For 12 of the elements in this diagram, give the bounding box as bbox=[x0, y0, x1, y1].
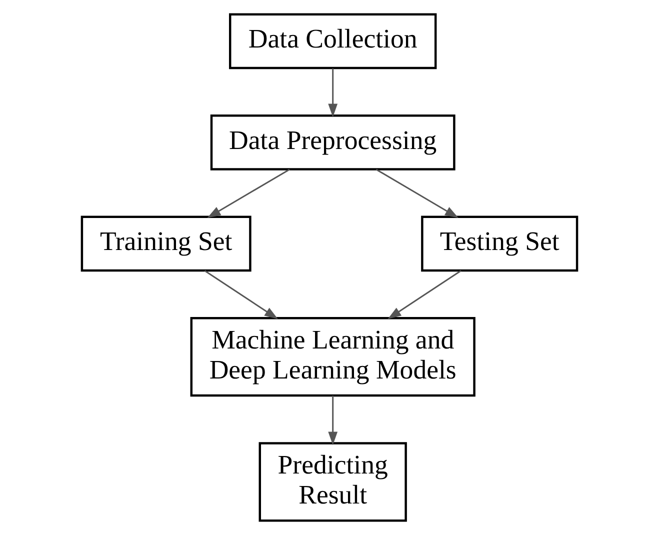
node-box: Machine Learning and Deep Learning Models bbox=[190, 317, 476, 397]
arrow bbox=[376, 168, 458, 218]
node-box: Data Collection bbox=[229, 13, 437, 70]
arrow bbox=[388, 270, 462, 320]
arrow bbox=[328, 68, 338, 118]
node-box: Data Preprocessing bbox=[210, 114, 456, 170]
node-box: Training Set bbox=[80, 216, 252, 272]
arrow bbox=[204, 270, 278, 320]
arrow bbox=[207, 168, 290, 218]
node-box: Testing Set bbox=[421, 216, 578, 272]
node-box: Predicting Result bbox=[258, 442, 407, 522]
arrow bbox=[328, 396, 338, 446]
